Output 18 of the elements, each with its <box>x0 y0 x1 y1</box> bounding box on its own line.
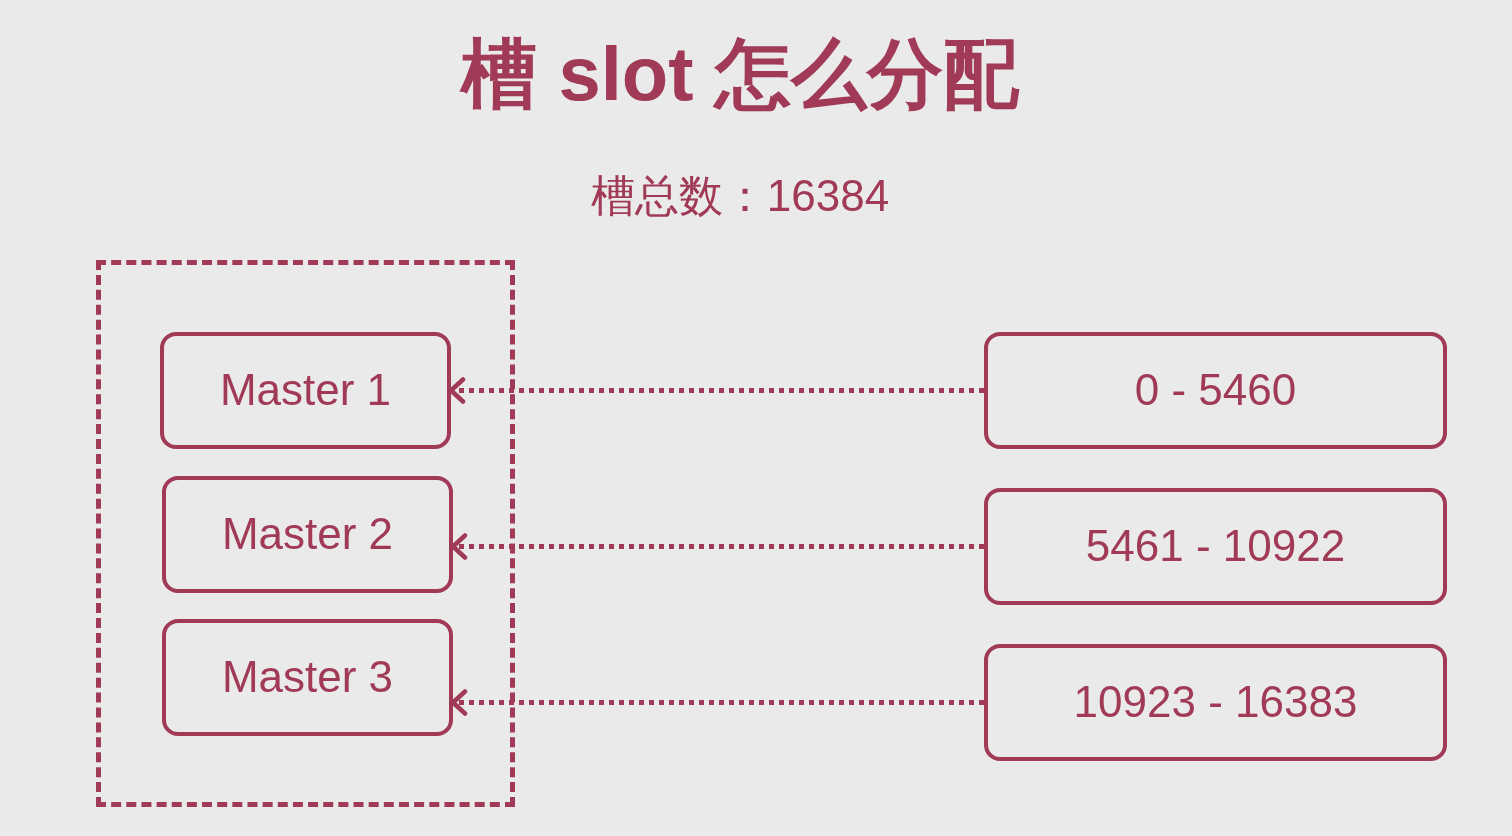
slot-range-box <box>984 644 1447 761</box>
master-name-text: Master 1 <box>219 365 392 416</box>
master-name-text: Master 3 <box>221 652 394 703</box>
dashed-group-frame <box>96 260 515 807</box>
slot-range-box <box>984 488 1447 605</box>
slot-range-text: 10923 - 16383 <box>1073 677 1358 728</box>
master-node-box <box>160 332 451 449</box>
total-slots-label: 槽总数：16384 <box>589 170 891 222</box>
slide-title: 槽 slot 怎么分配 <box>458 32 1021 116</box>
master-node-box <box>162 619 453 736</box>
dotted-arrow <box>450 533 984 560</box>
slot-range-text: 0 - 5460 <box>1134 365 1297 416</box>
dotted-arrow <box>450 689 984 716</box>
slot-range-box <box>984 332 1447 449</box>
master-node-box <box>162 476 453 593</box>
dotted-arrow <box>448 377 984 404</box>
slot-range-text: 5461 - 10922 <box>1085 521 1346 572</box>
master-name-text: Master 2 <box>221 509 394 560</box>
